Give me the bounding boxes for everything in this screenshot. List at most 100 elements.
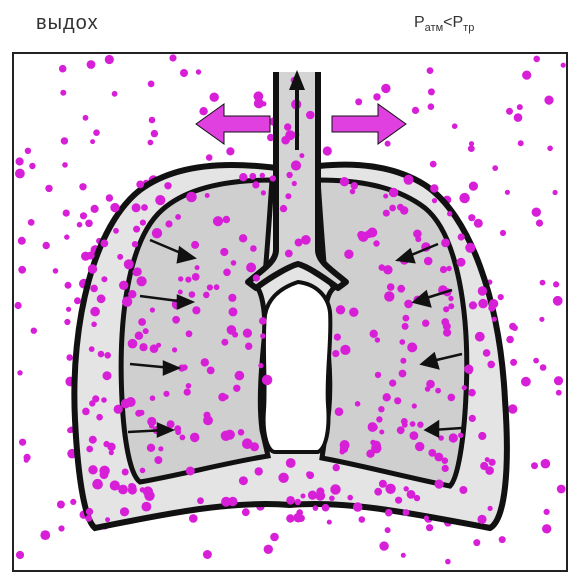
particle <box>221 339 228 346</box>
particle <box>139 343 147 351</box>
particle <box>154 456 162 464</box>
particle <box>24 458 29 463</box>
particle <box>428 103 435 110</box>
particle <box>306 111 315 120</box>
particle <box>252 181 259 188</box>
particle <box>404 486 409 491</box>
particle <box>492 165 498 171</box>
particle <box>506 336 514 344</box>
particle <box>450 433 455 438</box>
particle <box>243 329 252 338</box>
particle <box>427 67 434 74</box>
particle <box>19 439 26 446</box>
particle <box>400 371 406 377</box>
particle <box>228 294 236 302</box>
particle <box>286 172 292 178</box>
particle <box>17 370 22 375</box>
particle <box>15 169 25 179</box>
particle <box>389 205 396 212</box>
particle <box>430 184 438 192</box>
particle <box>87 252 95 260</box>
particle <box>114 405 123 414</box>
particle <box>18 266 26 274</box>
particle <box>327 520 332 525</box>
particle <box>150 395 156 401</box>
particle <box>432 198 437 203</box>
particle <box>383 210 390 217</box>
particle <box>74 297 81 304</box>
particle <box>141 204 148 211</box>
particle <box>344 250 353 259</box>
particle <box>475 332 485 342</box>
particle <box>379 264 386 271</box>
particle <box>45 185 52 192</box>
particle <box>199 107 207 115</box>
particle <box>93 129 100 136</box>
particle <box>340 345 350 355</box>
particle <box>196 69 201 74</box>
particle <box>186 467 195 476</box>
particle <box>58 525 64 531</box>
particle <box>521 377 531 387</box>
particle <box>66 354 73 361</box>
particle <box>357 231 365 239</box>
particle <box>394 397 401 404</box>
particle <box>401 418 408 425</box>
particle <box>518 140 524 146</box>
particle <box>214 284 220 290</box>
particle <box>443 306 449 312</box>
particle <box>235 371 245 381</box>
particle <box>452 123 458 129</box>
particle <box>189 291 196 298</box>
particle <box>205 193 210 198</box>
particle <box>264 545 273 554</box>
particle <box>375 372 381 378</box>
particle <box>399 339 405 345</box>
particle <box>541 459 551 469</box>
particle <box>169 54 176 61</box>
particle <box>223 269 231 277</box>
particle <box>404 300 413 309</box>
particle <box>468 214 475 221</box>
particle <box>172 316 180 324</box>
particle <box>149 117 156 124</box>
particle <box>109 450 114 455</box>
particle <box>28 219 35 226</box>
particle <box>376 416 382 422</box>
particle <box>135 332 143 340</box>
particle <box>557 485 566 494</box>
particle <box>368 422 378 432</box>
particle <box>474 219 483 228</box>
particle <box>132 203 141 212</box>
particle <box>442 465 449 472</box>
particle <box>434 453 443 462</box>
particle <box>544 509 550 515</box>
particle <box>285 250 293 258</box>
particle <box>180 69 188 77</box>
particle <box>383 393 391 401</box>
particle <box>203 292 210 299</box>
particle <box>353 502 363 512</box>
particle <box>355 401 361 407</box>
particle <box>410 421 416 427</box>
particle <box>385 141 391 147</box>
particle <box>101 240 109 248</box>
particle <box>329 496 335 502</box>
particle <box>195 265 200 270</box>
particle <box>498 294 504 300</box>
particle <box>469 182 478 191</box>
particle <box>458 433 463 438</box>
particle <box>190 433 200 443</box>
particle <box>186 192 197 203</box>
particle <box>539 317 544 322</box>
particle <box>31 328 37 334</box>
particle <box>164 182 171 189</box>
particle <box>383 194 388 199</box>
particle <box>260 173 265 178</box>
particle <box>505 190 510 195</box>
particle <box>246 263 256 273</box>
particle <box>57 501 65 509</box>
particle <box>395 497 402 504</box>
particle <box>415 236 421 242</box>
